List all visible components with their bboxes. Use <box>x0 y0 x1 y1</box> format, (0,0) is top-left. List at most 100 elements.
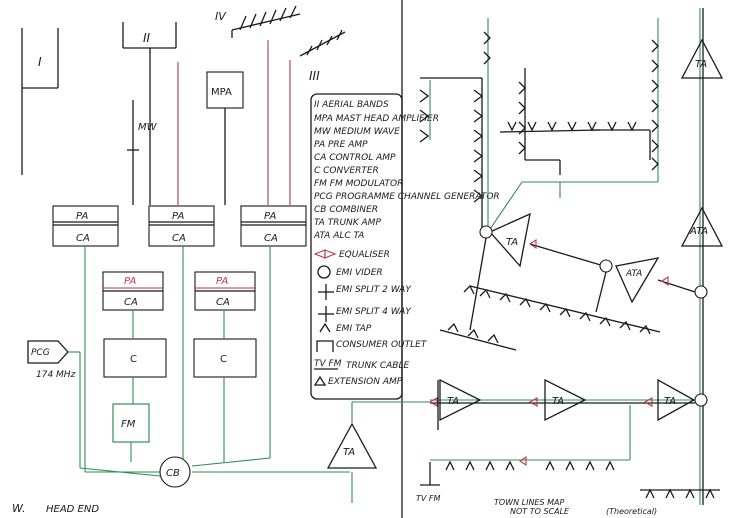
band-2-label: II <box>143 31 151 45</box>
band-1-label: I <box>38 55 42 69</box>
band-3-label: III <box>309 69 320 83</box>
town-ta-row-3: TA <box>657 378 696 422</box>
amp-block-4: PA CA <box>102 271 164 311</box>
amp-block-3: PA CA <box>240 205 307 247</box>
legend-item-pa: PA PRE AMP <box>314 140 368 150</box>
legend-item-ca: CA CONTROL AMP <box>314 153 396 163</box>
town-ta-row1-label: TA <box>447 396 459 407</box>
legend-item-mw: MW MEDIUM WAVE <box>314 127 400 137</box>
footer-marker: W. <box>12 502 25 515</box>
town-ta-row2-label: TA <box>552 396 564 407</box>
town-ta-row-1: TA <box>439 378 482 422</box>
legend-trunk-cable: TRUNK CABLE <box>346 361 409 371</box>
aerial-band-3: III <box>299 29 346 83</box>
ca-5-label: CA <box>216 297 230 308</box>
fm-modulator: FM <box>112 403 150 443</box>
ca-1-label: CA <box>76 233 90 244</box>
town-divider-left <box>479 225 493 239</box>
fm-label: FM <box>121 419 136 430</box>
legend-divider: EMI VIDER <box>336 268 383 278</box>
pa-5-label: PA <box>216 276 229 287</box>
headend-trunk-amp: TA <box>326 401 430 469</box>
town-ata-center-label: ATA <box>625 269 642 279</box>
legend-tvfm: TV FM <box>314 359 342 369</box>
legend-split4-symbol <box>318 306 334 322</box>
amp-block-5: PA CA <box>194 271 256 311</box>
legend-ext-amp: EXTENSION AMP <box>328 377 403 387</box>
town-ta-top-label: TA <box>695 59 707 70</box>
feeder-diagonal <box>439 284 661 351</box>
town-ta-row-2: TA <box>544 378 587 422</box>
legend-item-fm: FM FM MODULATOR <box>314 179 403 189</box>
amp-block-1: PA CA <box>52 205 119 247</box>
town-ta-top: TA <box>680 38 724 79</box>
town-ta-left: TA <box>488 212 531 268</box>
pcg-block: PCG 174 MHz <box>27 340 80 380</box>
legend-item-c: C CONVERTER <box>314 166 379 176</box>
town-divider-bottom <box>694 393 708 407</box>
pa-4-label: PA <box>124 276 137 287</box>
feeder-bottom <box>420 405 720 499</box>
mpa-label: MPA <box>211 87 232 98</box>
town-map-subtitle: NOT TO SCALE <box>510 507 570 516</box>
aerial-mw: MW <box>127 100 158 205</box>
mpa-box: MPA <box>206 71 244 205</box>
town-ta-row3-label: TA <box>664 396 676 407</box>
legend-title: II AERIAL BANDS <box>314 100 389 110</box>
legend-item-ta: TA TRUNK AMP <box>314 218 381 228</box>
town-ata-mid-label: ATA <box>689 226 708 237</box>
legend-divider-symbol <box>317 265 331 279</box>
legend-split2: EMI SPLIT 2 WAY <box>336 285 412 295</box>
converter-2-label: C <box>220 354 227 365</box>
legend-split2-symbol <box>318 284 334 300</box>
legend-ext-amp-symbol <box>313 375 327 386</box>
pa-2-label: PA <box>172 211 185 222</box>
band-4-label: IV <box>215 10 227 23</box>
head-end-wiring <box>79 246 353 503</box>
legend-tap: EMI TAP <box>336 324 372 334</box>
mw-label: MW <box>138 122 158 133</box>
converter-1-label: C <box>130 354 137 365</box>
town-ata-mid: ATA <box>680 206 724 247</box>
legend-item-ata: ATA ALC TA <box>313 231 364 241</box>
head-end-section: I II IV III <box>12 5 500 515</box>
pa-3-label: PA <box>264 211 277 222</box>
town-map-title: TOWN LINES MAP <box>494 498 564 507</box>
legend-item-pcg: PCG PROGRAMME CHANNEL GENERATOR <box>314 192 500 202</box>
converter-1: C <box>103 338 167 378</box>
combiner: CB <box>159 456 191 488</box>
legend-item-cb: CB COMBINER <box>314 205 378 215</box>
ca-4-label: CA <box>124 297 138 308</box>
pa-1-label: PA <box>76 211 89 222</box>
legend-equaliser-symbol <box>313 249 337 259</box>
town-ta-left-label: TA <box>506 237 518 248</box>
town-lines-section: TA ATA <box>416 8 724 516</box>
town-ata-center: ATA <box>615 257 660 304</box>
ca-2-label: CA <box>172 233 186 244</box>
aerial-band-4: IV <box>215 5 301 38</box>
legend-outlet: CONSUMER OUTLET <box>336 340 428 350</box>
aerial-band-1: I <box>21 28 59 175</box>
legend-equaliser: EQUALISER <box>339 250 390 260</box>
headend-ta-label: TA <box>343 447 355 458</box>
legend-split4: EMI SPLIT 4 WAY <box>336 307 412 317</box>
town-map-note: (Theoretical) <box>606 507 657 516</box>
legend-outlet-symbol <box>316 340 334 352</box>
aerial-band-2: II <box>122 22 177 62</box>
town-tvfm-label: TV FM <box>416 494 441 503</box>
town-divider-center <box>599 259 613 273</box>
converter-2: C <box>193 338 257 378</box>
head-end-title: HEAD END <box>46 504 99 515</box>
pcg-label: PCG <box>31 348 50 358</box>
town-divider-right <box>694 285 708 299</box>
pcg-freq: 174 MHz <box>36 370 76 380</box>
legend: II AERIAL BANDS MPA MAST HEAD AMPLIFIER … <box>310 93 500 400</box>
amp-block-2: PA CA <box>148 205 215 247</box>
combiner-label: CB <box>166 468 180 479</box>
feeder-top-left <box>420 18 659 232</box>
feeder-top-left-taps <box>419 31 659 203</box>
legend-tap-symbol <box>319 322 331 333</box>
ca-3-label: CA <box>264 233 278 244</box>
legend-item-mpa: MPA MAST HEAD AMPLIFIER <box>314 114 439 124</box>
